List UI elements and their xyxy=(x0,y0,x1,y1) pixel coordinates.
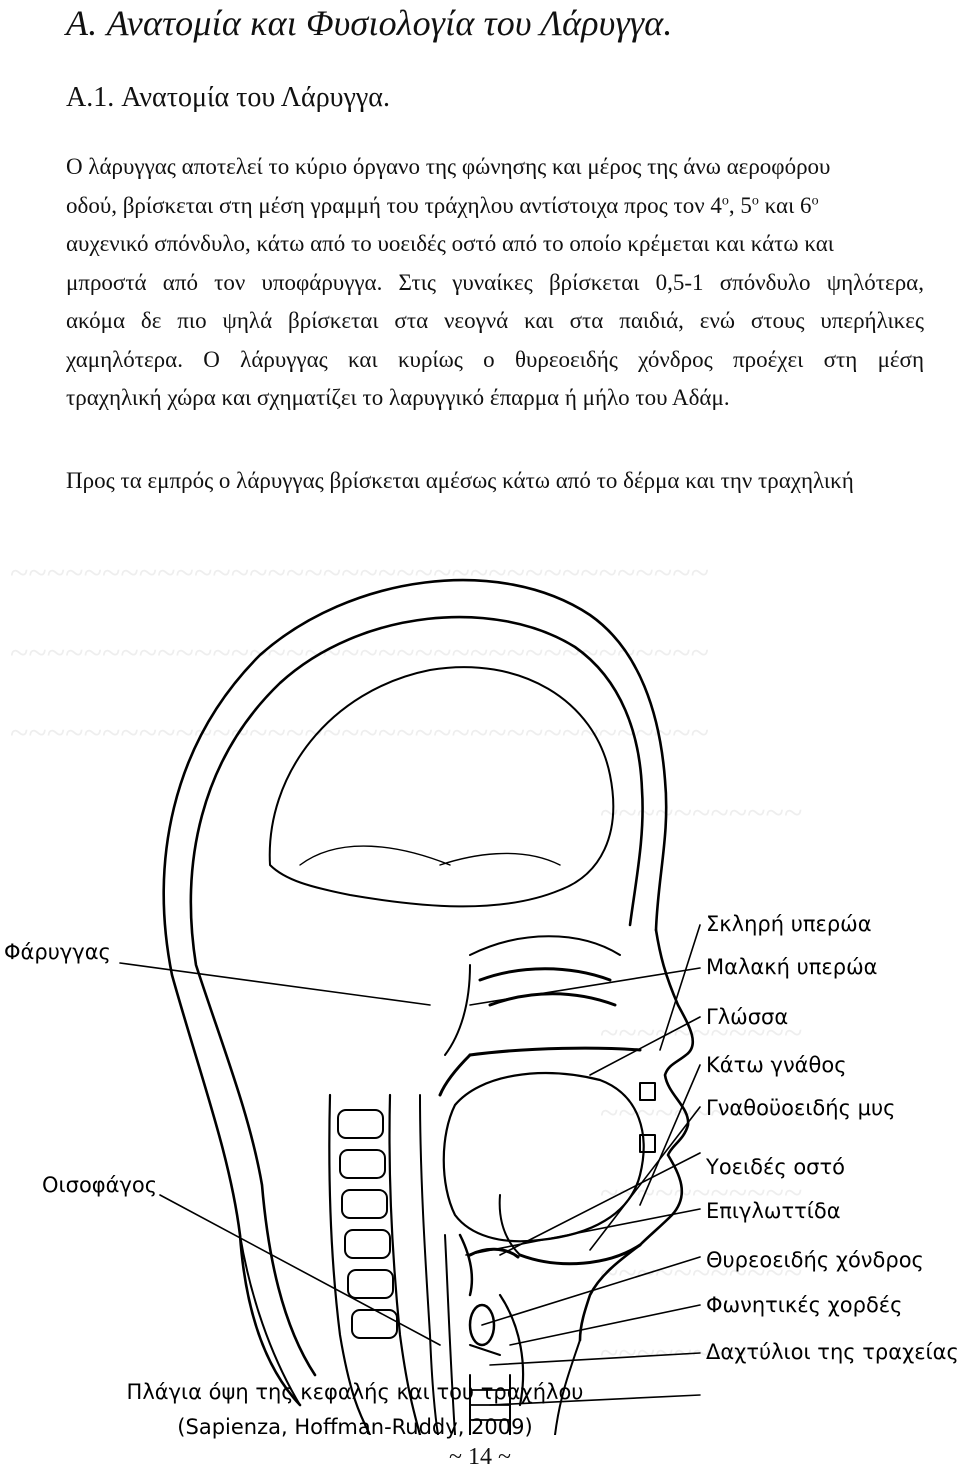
paragraph-1: Ο λάρυγγας αποτελεί το κύριο όργανο της … xyxy=(66,148,924,418)
label-epiglottis: Επιγλωττίδα xyxy=(706,1199,841,1223)
label-geniohyoid: Γναθοϋοειδής μυς xyxy=(706,1096,896,1120)
label-thyroid-cartilage: Θυρεοειδής χόνδρος xyxy=(706,1248,924,1272)
paragraph-line: τραχηλική χώρα και σχηματίζει το λαρυγγι… xyxy=(66,385,730,410)
paragraph-2: Προς τα εμπρός ο λάρυγγας βρίσκεται αμέσ… xyxy=(66,462,924,501)
label-pharynx: Φάρυγγας xyxy=(4,940,111,964)
anatomy-figure: Σκληρή υπερώα Μαλακή υπερώα Γλώσσα Κάτω … xyxy=(0,535,960,1439)
figure-citation: (Sapienza, Hoffman-Ruddy, 2009) xyxy=(177,1415,533,1439)
label-hard-palate: Σκληρή υπερώα xyxy=(706,912,872,936)
bleed-through-texture: ~~~~~~~~~~~~~~~~~~~~~~~~~~~~~~~~~~~~~~ ~… xyxy=(10,555,803,1372)
head-neck-sagittal-drawing xyxy=(119,578,701,1435)
label-esophagus: Οισοφάγος xyxy=(42,1173,158,1197)
leader-lines xyxy=(119,924,701,1406)
label-tongue: Γλώσσα xyxy=(706,1005,789,1029)
paragraph-line: οδού, βρίσκεται στη μέση γραμμή του τράχ… xyxy=(66,192,819,218)
paragraph-line: μπροστά από τον υποφάρυγγα. Στις γυναίκε… xyxy=(66,269,924,295)
paragraph-line: Ο λάρυγγας αποτελεί το κύριο όργανο της … xyxy=(66,154,831,179)
label-soft-palate: Μαλακή υπερώα xyxy=(706,955,878,979)
subsection-title: A.1. Ανατομία του Λάρυγγα. xyxy=(66,82,390,113)
paragraph-line: ακόμα δε πιο ψηλά βρίσκεται στα νεογνά κ… xyxy=(66,308,924,333)
section-title: A. Ανατομία και Φυσιολογία του Λάρυγγα. xyxy=(66,3,673,43)
label-mandible: Κάτω γνάθος xyxy=(706,1053,847,1077)
paragraph-line: Προς τα εμπρός ο λάρυγγας βρίσκεται αμέσ… xyxy=(66,468,854,493)
figure-caption: Πλάγια όψη της κεφαλής και του τραχήλου xyxy=(126,1380,584,1404)
label-vocal-folds: Φωνητικές χορδές xyxy=(706,1293,903,1317)
label-tracheal-rings: Δαχτύλιοι της τραχείας xyxy=(706,1340,959,1364)
page-number: ~ 14 ~ xyxy=(449,1444,511,1470)
paragraph-line: αυχενικό σπόνδυλο, κάτω από το υοειδές ο… xyxy=(66,231,834,256)
paragraph-line: χαμηλότερα. Ο λάρυγγας και κυρίως ο θυρε… xyxy=(66,346,924,372)
label-hyoid: Υοειδές οστό xyxy=(706,1155,845,1179)
